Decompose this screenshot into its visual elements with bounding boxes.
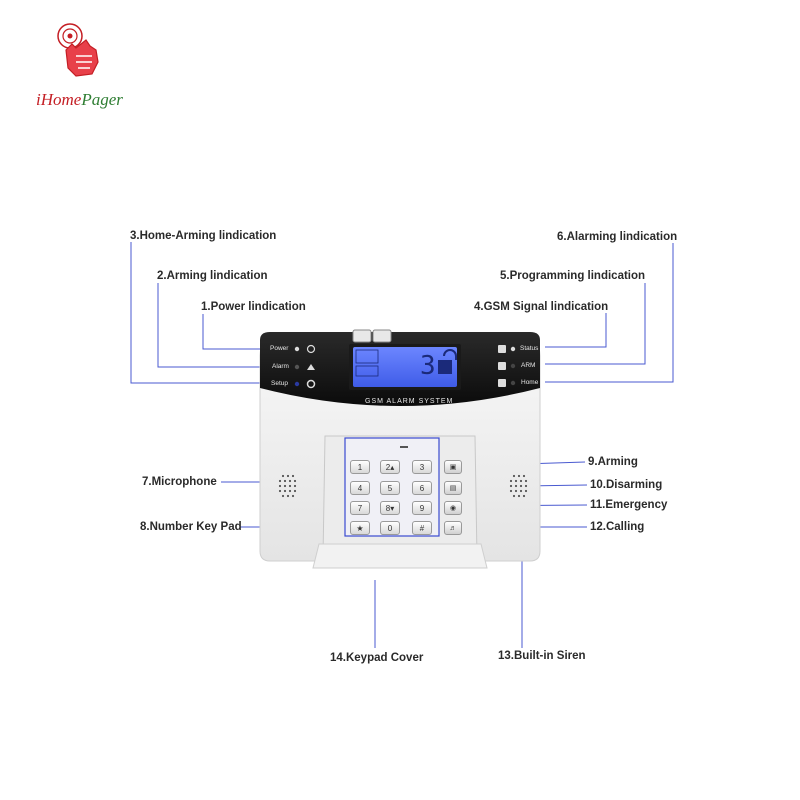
key-hash[interactable]: # <box>412 521 432 535</box>
thumbs-up-icon <box>57 23 99 77</box>
label-setup: Setup <box>271 380 288 387</box>
key-2[interactable]: 2▴ <box>380 460 400 474</box>
label-status: Status <box>520 345 539 352</box>
label-home: Home <box>521 379 539 386</box>
key-6[interactable]: 6 <box>412 481 432 495</box>
callout-power: 1.Power lindication <box>201 301 306 313</box>
lock-icon: ▣ <box>449 464 457 471</box>
callout-siren: 13.Built-in Siren <box>498 650 586 662</box>
callout-arm-key: 9.Arming <box>588 456 638 468</box>
device-title: GSM ALARM SYSTEM <box>365 398 454 405</box>
key-1[interactable]: 1 <box>350 460 370 474</box>
leader-power <box>202 314 272 350</box>
callout-calling: 12.Calling <box>590 521 645 533</box>
callout-alarming: 6.Alarming lindication <box>557 231 678 243</box>
speaker-icon: ♬ <box>449 525 457 532</box>
callout-arming: 2.Arming lindication <box>157 270 268 282</box>
leader-home-arming <box>130 242 272 384</box>
callout-home-arming: 3.Home-Arming lindication <box>130 230 277 242</box>
key-0[interactable]: 0 <box>380 521 400 535</box>
key-8[interactable]: 8▾ <box>380 501 400 515</box>
leader-arming <box>157 283 272 368</box>
siren-grille <box>509 474 528 498</box>
brand-name: iHomePager <box>36 90 123 109</box>
callout-cover: 14.Keypad Cover <box>330 652 424 664</box>
key-5[interactable]: 5 <box>380 481 400 495</box>
arm-key[interactable]: ▣ <box>444 460 462 474</box>
key-3[interactable]: 3 <box>412 460 432 474</box>
label-power: Power <box>270 345 289 352</box>
alarm-device: Power Alarm Setup Status ARM Home GSM AL… <box>255 326 545 571</box>
callout-programming: 5.Programming lindication <box>500 270 646 282</box>
callout-microphone: 7.Microphone <box>142 476 217 488</box>
key-9[interactable]: 9 <box>412 501 432 515</box>
leader-programming <box>545 283 646 365</box>
leader-gsm <box>545 313 607 348</box>
callout-emergency: 11.Emergency <box>590 499 668 511</box>
emergency-icon: ◉ <box>449 505 457 512</box>
callout-gsm: 4.GSM Signal lindication <box>474 301 609 313</box>
emergency-key[interactable]: ◉ <box>444 501 462 515</box>
label-alarm: Alarm <box>272 363 289 370</box>
brand-logo: iHomePager <box>28 18 158 118</box>
key-star[interactable]: ★ <box>350 521 370 535</box>
callout-keypad: 8.Number Key Pad <box>140 521 242 533</box>
leader-alarming <box>545 243 674 383</box>
lcd-digit: 3 <box>420 351 436 381</box>
callout-disarm-key: 10.Disarming <box>590 479 663 491</box>
device-body <box>259 329 541 569</box>
unlock-icon: ▤ <box>449 485 457 492</box>
microphone-grille <box>278 474 297 498</box>
label-arm: ARM <box>521 362 536 369</box>
key-4[interactable]: 4 <box>350 481 370 495</box>
disarm-key[interactable]: ▤ <box>444 481 462 495</box>
key-7[interactable]: 7 <box>350 501 370 515</box>
calling-key[interactable]: ♬ <box>444 521 462 535</box>
